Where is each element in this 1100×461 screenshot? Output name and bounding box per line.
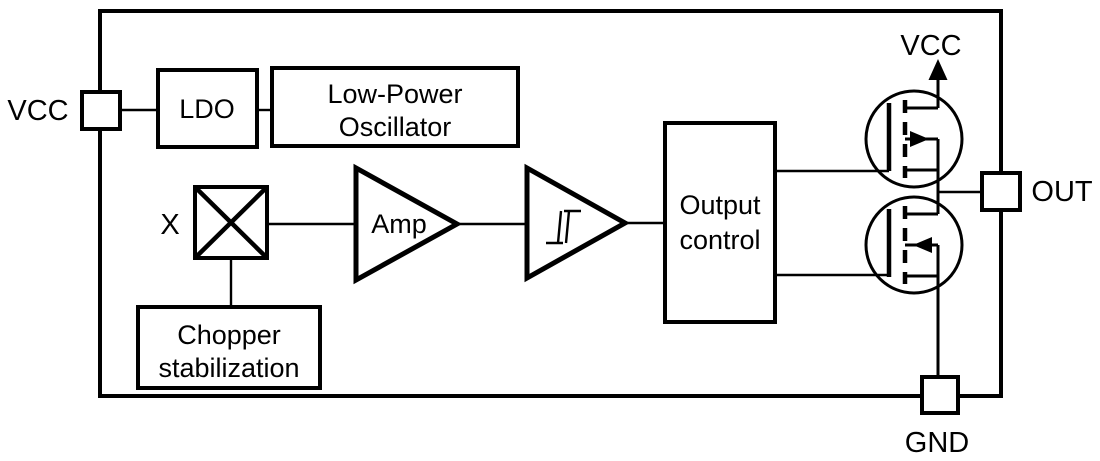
- oscillator-label-line2: Oscillator: [339, 112, 452, 142]
- schmitt-trigger-triangle: [524, 163, 631, 283]
- oscillator-block: Low-Power Oscillator: [270, 66, 520, 148]
- output-control-label-line1: Output: [679, 190, 761, 220]
- vcc-arrow-icon: [928, 59, 948, 80]
- out-label: OUT: [1031, 176, 1093, 208]
- output-control-box: [663, 121, 777, 324]
- amplifier-label: Amp: [371, 209, 427, 239]
- chopper-label-line1: Chopper: [177, 320, 281, 350]
- gnd-pin-pad: [920, 375, 960, 415]
- chopper-label-line2: stabilization: [158, 353, 299, 383]
- chopper-block: Chopper stabilization: [136, 305, 322, 390]
- ldo-box: [156, 68, 259, 149]
- vcc-top-node: VCC: [900, 30, 962, 80]
- gnd-pin: GND: [905, 375, 969, 459]
- vcc-left-pin-pad: [80, 90, 122, 131]
- hall-element-block: X: [160, 185, 269, 260]
- hall-element-label: X: [160, 209, 179, 241]
- vcc-left-label: VCC: [7, 95, 68, 127]
- highside-mosfet-symbol: [864, 89, 964, 189]
- out-pin: OUT: [980, 171, 1093, 212]
- multiplier-icon: [195, 187, 267, 258]
- out-pin-pad: [980, 171, 1022, 212]
- output-control-block: Output control: [663, 121, 777, 324]
- amplifier-block: Amp: [353, 163, 463, 285]
- lowside-body-arrow-icon: [913, 237, 932, 253]
- chopper-box: [136, 305, 322, 390]
- lowside-mosfet-body-circle: [864, 195, 964, 295]
- gnd-label: GND: [905, 427, 969, 459]
- amplifier-triangle: [353, 163, 463, 285]
- schmitt-trigger-block: [524, 163, 631, 283]
- oscillator-box: [270, 66, 520, 148]
- highside-mosfet-body-circle: [864, 89, 964, 189]
- ldo-label: LDO: [179, 94, 235, 124]
- vcc-left-pin: VCC: [7, 90, 122, 131]
- vcc-top-label: VCC: [900, 30, 961, 62]
- ldo-block: LDO: [156, 68, 259, 149]
- hysteresis-icon: [546, 209, 581, 245]
- output-control-label-line2: control: [679, 225, 760, 255]
- oscillator-label-line1: Low-Power: [327, 79, 462, 109]
- lowside-mosfet-symbol: [864, 195, 964, 295]
- highside-body-arrow-icon: [910, 131, 929, 147]
